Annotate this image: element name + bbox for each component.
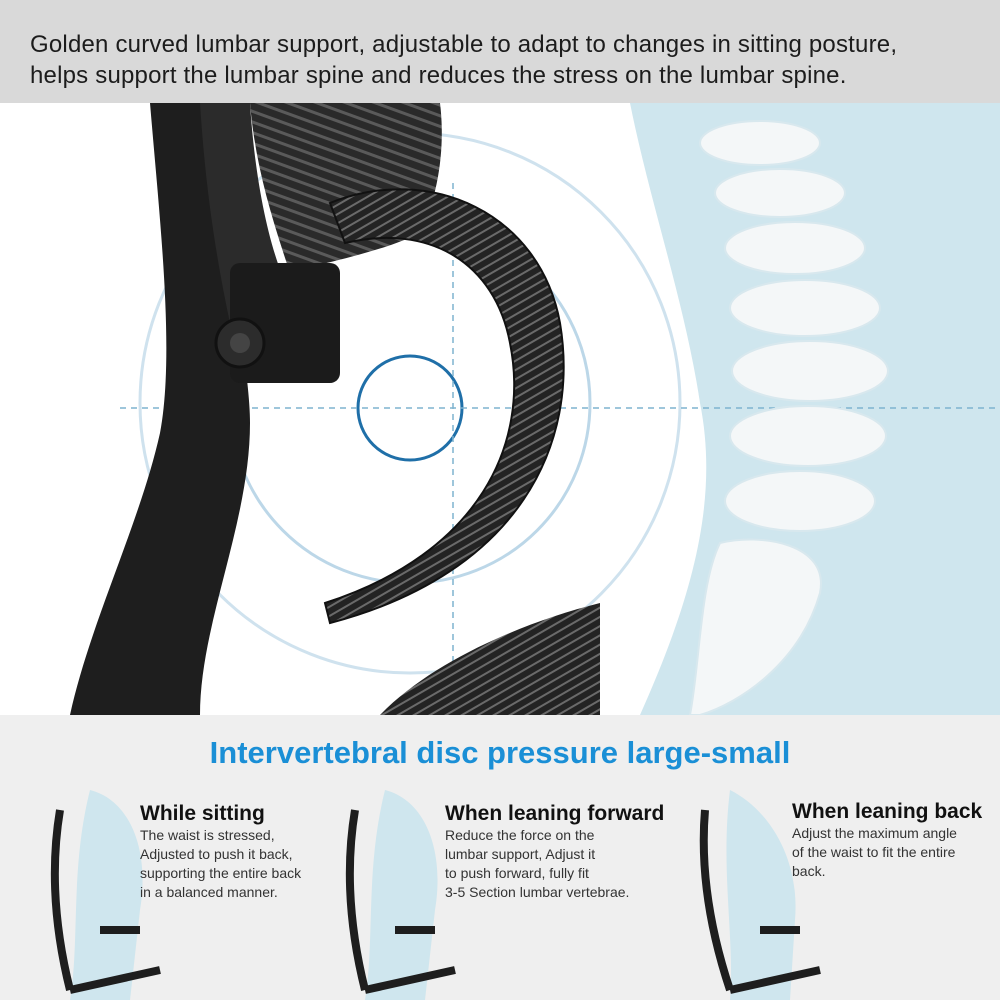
chair-sitting-icon (50, 790, 161, 1000)
backrest-mesh (250, 103, 442, 273)
panel-text-sitting-4: in a balanced manner. (140, 884, 278, 900)
panel-title-sitting: While sitting (140, 802, 265, 825)
adjustment-knob (214, 263, 340, 383)
panel-text-forward-1: Reduce the force on the (445, 827, 595, 843)
panel-text-back-1: Adjust the maximum angle (792, 825, 957, 841)
section-headline: Intervertebral disc pressure large-small (209, 735, 791, 770)
seat-mesh (380, 603, 600, 715)
panel-text-back-3: back. (792, 863, 826, 879)
panel-text-forward-2: lumbar support, Adjust it (445, 846, 596, 862)
lumbar-support-band (323, 188, 565, 625)
banner-line-1: Golden curved lumbar support, adjustable… (30, 31, 898, 58)
panel-title-back: When leaning back (792, 800, 983, 823)
bottom-section (0, 715, 1000, 1000)
panel-text-forward-3: to push forward, fully fit (445, 865, 589, 881)
chair-frame (70, 103, 250, 715)
chair-leaning-forward-icon (345, 790, 456, 1000)
panel-text-sitting-2: Adjusted to push it back, (140, 846, 293, 862)
top-banner: Golden curved lumbar support, adjustable… (0, 0, 1000, 103)
panel-text-forward-4: 3-5 Section lumbar vertebrae. (445, 884, 630, 900)
chair-leaning-back-icon (699, 790, 821, 1000)
lumbar-support-illustration (70, 103, 1000, 715)
panel-text-sitting-1: The waist is stressed, (140, 827, 275, 843)
hero-illustration (0, 103, 1000, 715)
spine-vertebrae (688, 120, 889, 715)
panel-text-sitting-3: supporting the entire back (140, 865, 302, 881)
panel-title-forward: When leaning forward (445, 802, 665, 825)
banner-line-2: helps support the lumbar spine and reduc… (30, 62, 847, 89)
panel-text-back-2: of the waist to fit the entire (792, 844, 956, 860)
